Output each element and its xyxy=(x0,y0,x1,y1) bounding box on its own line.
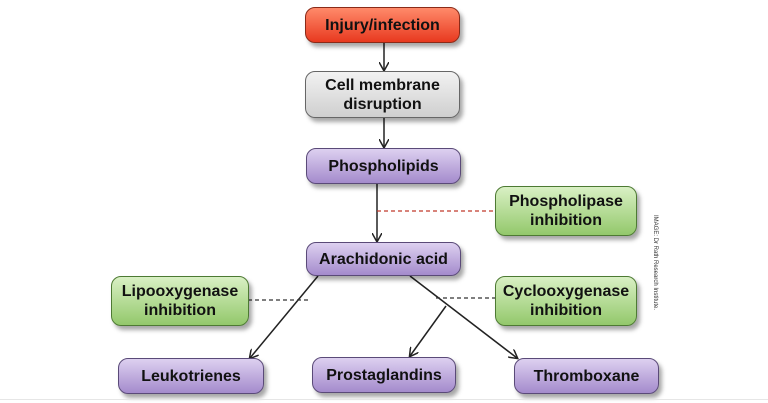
node-cyclooxygenase-inhibition: Cyclooxygenase inhibition xyxy=(495,276,637,326)
node-leukotrienes: Leukotrienes xyxy=(118,358,264,394)
arrow-branch-to-prostaglandins xyxy=(410,305,447,356)
node-arachidonic-acid: Arachidonic acid xyxy=(306,242,461,276)
arrow-arachidonic-to-leukotrienes xyxy=(250,275,319,358)
divider xyxy=(0,399,768,400)
node-prostaglandins: Prostaglandins xyxy=(312,357,456,393)
node-injury-infection: Injury/infection xyxy=(305,7,460,43)
node-thromboxane: Thromboxane xyxy=(514,358,659,394)
node-lipooxygenase-inhibition: Lipooxygenase inhibition xyxy=(111,276,249,326)
node-phospholipids: Phospholipids xyxy=(306,148,461,184)
node-phospholipase-inhibition: Phospholipase inhibition xyxy=(495,186,637,236)
node-cell-membrane-disruption: Cell membrane disruption xyxy=(305,71,460,118)
arrow-arachidonic-to-thromboxane xyxy=(409,275,517,358)
image-credit: IMAGE: Dr Rath Research Institute. xyxy=(652,215,658,311)
